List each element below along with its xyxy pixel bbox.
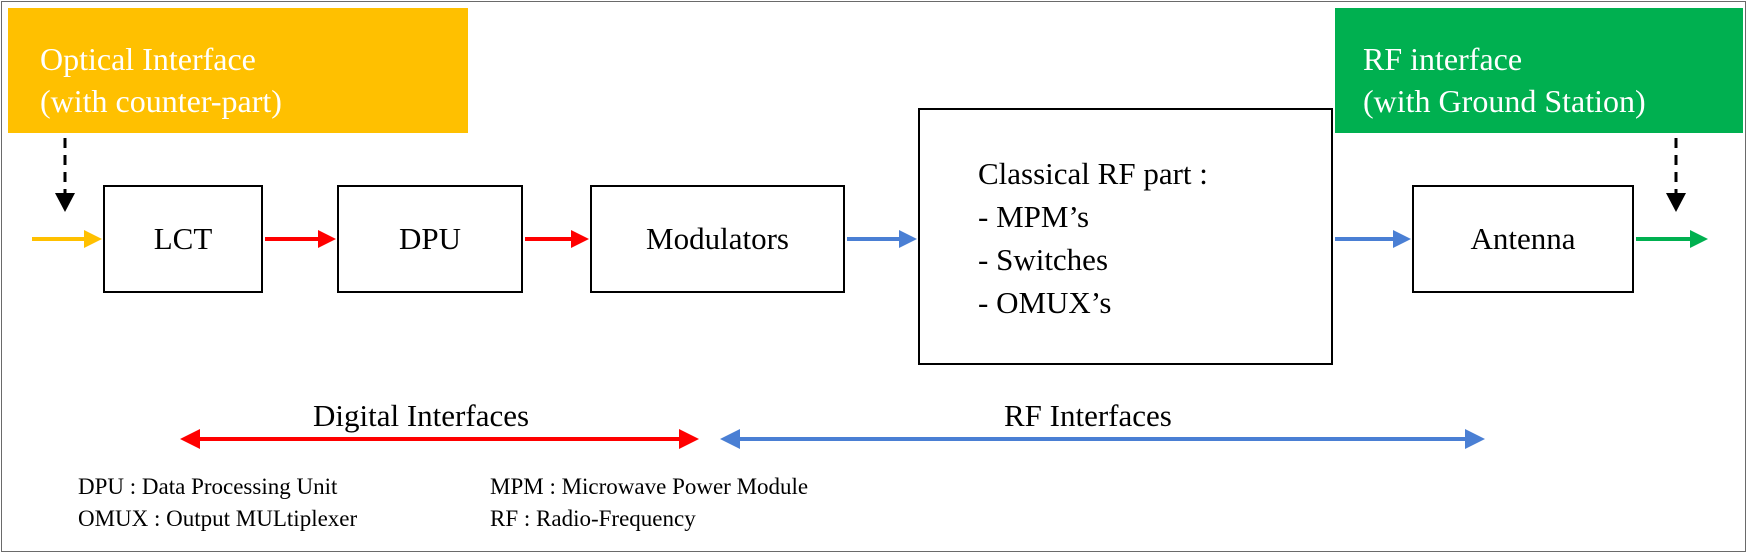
antenna-output-arrowhead <box>1690 230 1708 248</box>
dpu-block: DPU <box>337 185 523 293</box>
digital-interfaces-label: Digital Interfaces <box>313 398 530 433</box>
modulators-rf-arrowhead <box>899 230 917 248</box>
classical-rf-item-omux: - OMUX’s <box>978 285 1112 320</box>
optical-interface-title: Optical Interface <box>40 41 256 77</box>
dpu-block-label: DPU <box>398 221 461 256</box>
modulators-block: Modulators <box>590 185 845 293</box>
legend-right-column: MPM : Microwave Power Module RF : Radio-… <box>490 471 808 535</box>
rf-input-arrowhead <box>1666 193 1686 212</box>
optical-arrowhead <box>84 230 102 248</box>
rf-interface-label: RF interface (with Ground Station) <box>1335 8 1743 133</box>
legend-omux: OMUX : Output MULtiplexer <box>78 506 358 531</box>
legend-mpm: MPM : Microwave Power Module <box>490 474 809 499</box>
digital-interfaces-left-arrowhead <box>180 429 200 449</box>
antenna-block-label: Antenna <box>1470 221 1576 256</box>
legend-rf: RF : Radio-Frequency <box>490 506 696 531</box>
optical-interface-label: Optical Interface (with counter-part) <box>8 8 468 133</box>
lct-dpu-arrowhead <box>318 230 336 248</box>
classical-rf-item-mpm: - MPM’s <box>978 199 1090 234</box>
digital-interfaces-right-arrowhead <box>679 429 699 449</box>
optical-interface-subtitle: (with counter-part) <box>40 83 282 119</box>
rf-interface-subtitle: (with Ground Station) <box>1363 83 1646 119</box>
antenna-block: Antenna <box>1412 185 1634 293</box>
rf-interfaces-left-arrowhead <box>720 429 740 449</box>
rf-interface-title: RF interface <box>1363 41 1523 77</box>
classical-rf-title: Classical RF part : <box>978 156 1208 191</box>
modulators-block-label: Modulators <box>646 221 789 256</box>
legend-dpu: DPU : Data Processing Unit <box>78 474 338 499</box>
dpu-modulators-arrowhead <box>571 230 589 248</box>
classical-rf-block: Classical RF part : - MPM’s - Switches -… <box>918 108 1333 365</box>
classical-rf-item-switches: - Switches <box>978 242 1109 277</box>
rf-interfaces-right-arrowhead <box>1465 429 1485 449</box>
lct-block: LCT <box>103 185 263 293</box>
lct-block-label: LCT <box>153 221 213 256</box>
optical-input-arrowhead <box>55 193 75 212</box>
rf-antenna-arrowhead <box>1393 230 1411 248</box>
rf-interfaces-label: RF Interfaces <box>1004 398 1172 433</box>
legend-left-column: DPU : Data Processing Unit OMUX : Output… <box>78 471 357 535</box>
